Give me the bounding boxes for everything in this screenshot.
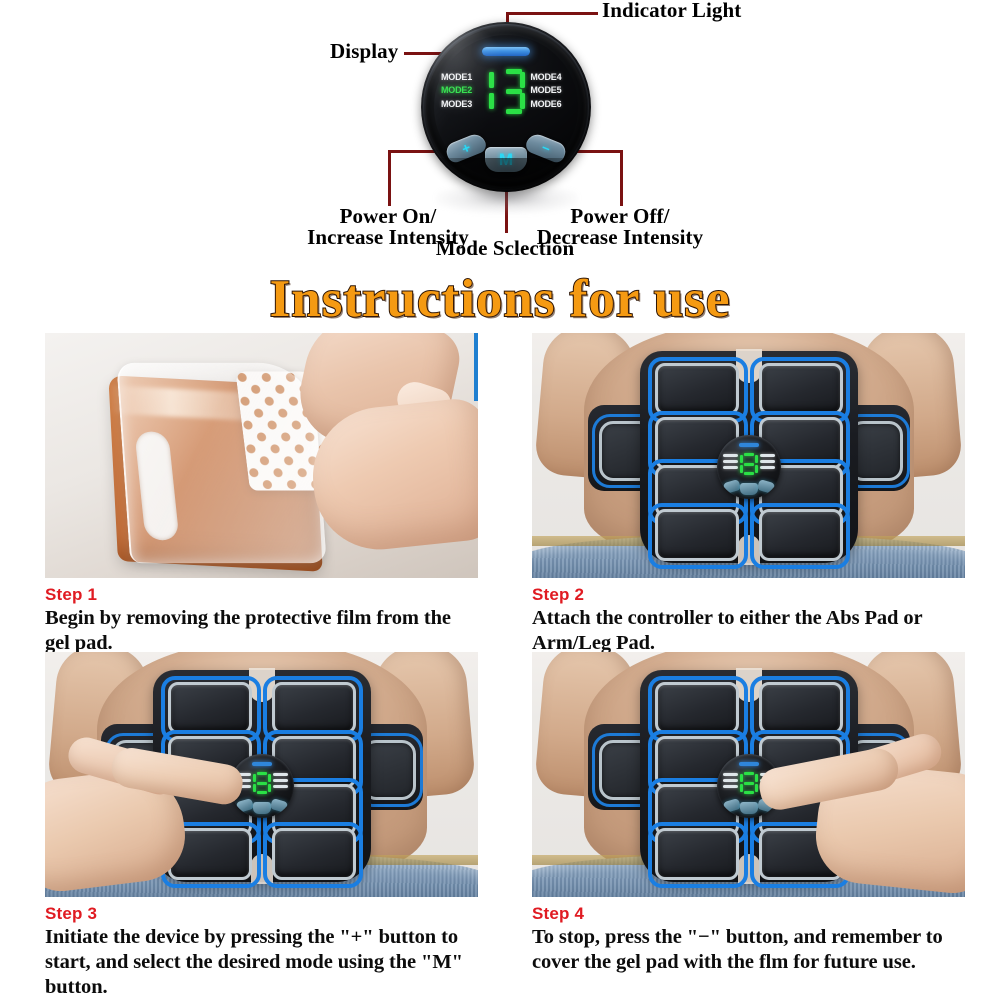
controller-indicator-light — [251, 762, 272, 766]
pointing-hand-left — [45, 733, 269, 896]
leader-power-on-horizontal — [388, 150, 466, 153]
steps-grid: Step 1 Begin by removing the protective … — [0, 330, 1000, 1000]
attached-controller[interactable] — [716, 435, 781, 499]
controller-mode-button[interactable] — [739, 802, 758, 814]
device-bottom-shading — [421, 158, 591, 192]
step-card-2: Step 2 Attach the controller to either t… — [532, 333, 965, 656]
step-4-label: Step 4 — [532, 904, 585, 923]
seven-segment-digit — [488, 68, 525, 114]
controller-mode-button[interactable] — [739, 483, 758, 495]
leader-power-on-vertical — [388, 150, 391, 206]
abs-stimulator-pad — [587, 349, 910, 569]
indicator-light — [482, 47, 530, 56]
step-1-text-block: Step 1 Begin by removing the protective … — [45, 578, 478, 656]
callout-power-off-line1: Power Off/ — [570, 204, 670, 228]
step-3-photo — [45, 652, 478, 897]
step-2-description: Attach the controller to either the Abs … — [532, 607, 923, 655]
mode-label-5: MODE5 — [530, 85, 562, 96]
electrode-pad — [654, 509, 739, 561]
protective-film — [116, 362, 327, 564]
controller-indicator-light — [738, 443, 759, 447]
device-display: MODE1 MODE2 MODE3 MODE4 MODE5 MODE6 — [441, 66, 571, 116]
abs-stimulator-pad — [100, 668, 423, 888]
leader-power-off-vertical — [620, 150, 623, 206]
mode-bars-right — [272, 773, 288, 791]
pointing-hand-right — [735, 729, 965, 897]
callout-indicator-light: Indicator Light — [602, 0, 742, 22]
mode-bars-left — [235, 773, 251, 791]
mode-bars-right — [759, 454, 775, 472]
controller-display-digit — [252, 772, 271, 794]
step-2-photo — [532, 333, 965, 578]
attached-controller[interactable] — [229, 754, 294, 818]
mode-bars-left — [722, 454, 738, 472]
controller-minus-button[interactable] — [756, 479, 775, 494]
callout-power-on-line2: Increase Intensity — [307, 225, 469, 250]
leader-mode-vertical — [505, 165, 508, 233]
step-3-label: Step 3 — [45, 904, 98, 923]
mode-column-left: MODE1 MODE2 MODE3 — [441, 72, 482, 110]
device-highlight — [431, 30, 503, 116]
electrode-pad — [758, 509, 843, 561]
callout-power-on: Power On/ Increase Intensity — [280, 204, 496, 250]
step-card-3: Step 3 Initiate the device by pressing t… — [45, 652, 478, 1000]
mode-label-3: MODE3 — [441, 99, 472, 110]
electrode-pad — [271, 682, 356, 734]
page-title: Instructions for use — [269, 270, 731, 328]
step-4-photo — [532, 652, 965, 897]
callout-display: Display — [330, 39, 399, 63]
electrode-pad — [654, 363, 739, 415]
leader-power-off-horizontal — [545, 150, 623, 153]
step-1-label: Step 1 — [45, 585, 98, 604]
electrode-pad — [758, 682, 843, 734]
controller-indicator-light — [738, 762, 759, 766]
controller-minus-button[interactable] — [269, 798, 288, 813]
controller-display-digit — [739, 772, 758, 794]
callout-power-off-line2: Decrease Intensity — [536, 225, 704, 250]
ems-controller-device: MODE1 MODE2 MODE3 MODE4 MODE5 MODE6 — [421, 22, 591, 192]
callout-mode-selection: Mode Sclection — [435, 236, 575, 260]
step-2-label: Step 2 — [532, 585, 585, 604]
controller-plus-button[interactable] — [722, 479, 741, 494]
mode-label-4: MODE4 — [530, 72, 562, 83]
step-3-description: Initiate the device by pressing the "+" … — [45, 926, 463, 999]
callout-power-off: Power Off/ Decrease Intensity — [512, 204, 728, 250]
mode-label-6: MODE6 — [530, 98, 562, 109]
step-4-description: To stop, press the "−" button, and remem… — [532, 926, 943, 974]
electrode-pad — [758, 363, 843, 415]
controller-display-digit — [739, 453, 758, 475]
step-2-text-block: Step 2 Attach the controller to either t… — [532, 578, 965, 656]
photo-edge-accent — [474, 333, 478, 401]
controller-mode-button[interactable] — [252, 802, 271, 814]
step-4-text-block: Step 4 To stop, press the "−" button, an… — [532, 897, 965, 975]
step-1-photo — [45, 333, 478, 578]
electrode-pad — [271, 828, 356, 880]
mode-bars-left — [722, 773, 738, 791]
device-drop-shadow — [436, 188, 578, 214]
mode-label-2: MODE2 — [441, 85, 472, 96]
step-card-4: Step 4 To stop, press the "−" button, an… — [532, 652, 965, 975]
step-card-1: Step 1 Begin by removing the protective … — [45, 333, 478, 656]
electrode-pad — [654, 682, 739, 734]
electrode-pad — [654, 828, 739, 880]
controller-diagram: MODE1 MODE2 MODE3 MODE4 MODE5 MODE6 — [0, 0, 1000, 268]
step-3-text-block: Step 3 Initiate the device by pressing t… — [45, 897, 478, 1000]
leader-indicator-horizontal — [506, 12, 598, 15]
step-1-description: Begin by removing the protective film fr… — [45, 607, 451, 655]
callout-power-on-line1: Power On/ — [339, 204, 437, 228]
mode-label-1: MODE1 — [441, 72, 472, 83]
mode-column-right: MODE4 MODE5 MODE6 — [530, 72, 571, 110]
electrode-pad — [167, 682, 252, 734]
